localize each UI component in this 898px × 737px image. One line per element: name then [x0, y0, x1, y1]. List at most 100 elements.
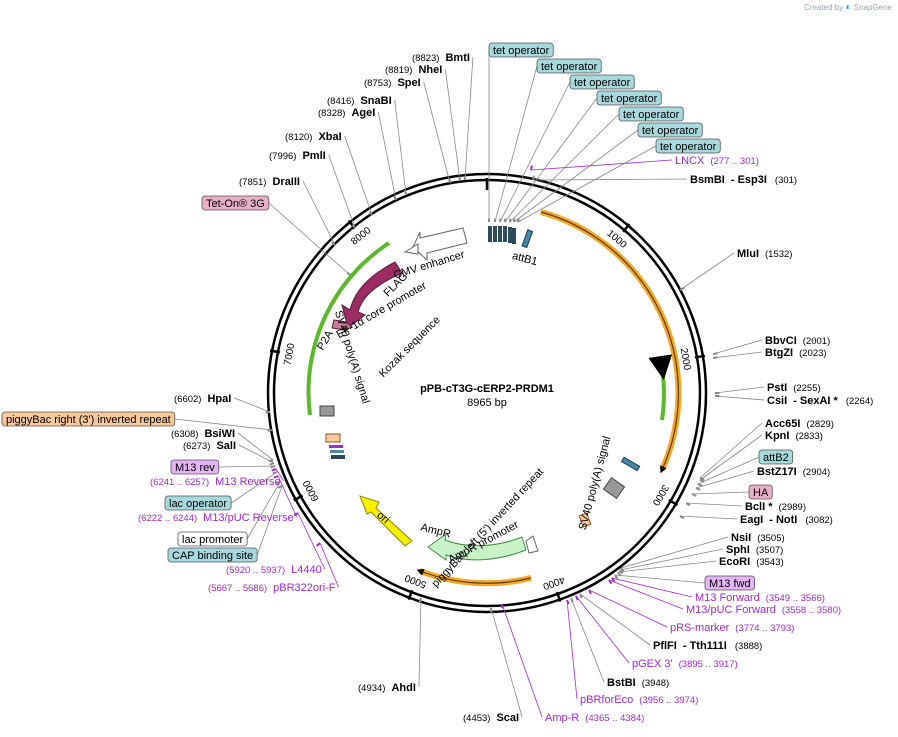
feature-box-m13fwd[interactable]	[704, 575, 755, 591]
tick-label: 4000	[541, 574, 566, 592]
site-marker	[712, 356, 718, 359]
label-name-agei[interactable]: AgeI	[351, 107, 375, 119]
label-suffix-pflfi[interactable]: - Tth111I	[683, 640, 727, 652]
label-pos-psti: (2255)	[793, 383, 820, 394]
label-name-m13puc[interactable]: M13/pUC Forward	[686, 604, 776, 616]
label-name-bbvci[interactable]: BbvCI	[765, 335, 797, 347]
label-name-pmli[interactable]: PmlI	[302, 150, 325, 162]
feature-box-tet7[interactable]	[655, 138, 721, 154]
label-pos-xbai: (8120)	[285, 132, 312, 143]
feature-box-cap[interactable]	[167, 547, 258, 563]
label-name-scai[interactable]: ScaI	[496, 712, 519, 724]
label-pos-m13reverse: (6241 .. 6257)	[150, 477, 209, 488]
label-name-eagi[interactable]: EagI	[740, 514, 763, 526]
feature-box-tet6[interactable]	[637, 122, 703, 138]
label-name-pbrforeco[interactable]: pBRforEco	[580, 694, 633, 706]
label-name-prs[interactable]: pRS-marker	[670, 622, 730, 634]
leader-line	[268, 202, 351, 276]
leader-line	[679, 252, 735, 291]
site-marker	[448, 178, 451, 184]
site-marker	[315, 542, 321, 547]
snapgene-brand: Created by ◐ SnapGene	[804, 2, 892, 13]
label-name-ahdi[interactable]: AhdI	[391, 682, 415, 694]
label-name-btgzi[interactable]: BtgZI	[765, 347, 793, 359]
p2a-feature	[331, 319, 353, 331]
leader-line	[566, 599, 578, 700]
label-name-lncx[interactable]: LNCX	[675, 155, 705, 167]
feature-label-amprf: AmpR	[419, 522, 452, 541]
label-pos-l4440: (5920 .. 5937)	[226, 565, 285, 576]
label-pos-btgzi: (2023)	[799, 348, 826, 359]
feature-box-ha[interactable]	[748, 484, 773, 500]
leader-line	[714, 386, 765, 394]
label-name-sphi[interactable]: SphI	[726, 544, 750, 556]
label-name-bcli[interactable]: BclI *	[745, 501, 773, 513]
feature-box-label-tet4: tet operator	[601, 93, 658, 105]
leader-line	[699, 422, 763, 479]
label-name-dralll[interactable]: DraIII	[272, 176, 300, 188]
feature-box-lacprom[interactable]	[177, 531, 248, 547]
label-name-bsmbi[interactable]: BsmBI	[690, 174, 725, 186]
feature-box-tet1[interactable]	[488, 42, 554, 58]
label-name-m13pucrev[interactable]: M13/pUC Reverse	[203, 512, 293, 524]
label-name-nsii[interactable]: NsiI	[731, 532, 751, 544]
sv40-right-feature	[602, 476, 626, 500]
leader-line	[328, 154, 356, 229]
label-name-snabi[interactable]: SnaBI	[360, 95, 391, 107]
feature-box-tet5[interactable]	[618, 106, 684, 122]
label-name-sali[interactable]: SalI	[216, 440, 236, 452]
label-suffix-eagi[interactable]: - NotI	[769, 514, 797, 526]
label-pos-ampr_p: (4365 .. 4384)	[585, 713, 644, 724]
label-name-hpai[interactable]: HpaI	[207, 393, 231, 405]
label-name-mlui[interactable]: MluI	[737, 248, 759, 260]
feature-box-tet2[interactable]	[536, 58, 602, 74]
tick-mark	[269, 349, 281, 354]
feature-box-tet3[interactable]	[569, 74, 635, 90]
label-name-acc65i[interactable]: Acc65I	[765, 418, 800, 430]
feature-box-teton[interactable]	[201, 195, 270, 211]
label-pos-spei: (8753)	[364, 78, 391, 89]
label-pos-bcli: (2989)	[779, 502, 806, 513]
leader-line	[501, 603, 543, 718]
label-name-ampr_p[interactable]: Amp-R	[545, 712, 579, 724]
plasmid-name: pPB-cT3G-cERP2-PRDM1	[420, 383, 554, 395]
green-arc-feature-right	[648, 354, 673, 421]
label-name-kpni[interactable]: KpnI	[765, 430, 789, 442]
sv40-left-feature	[319, 405, 335, 417]
label-name-pflfi[interactable]: PflFI	[653, 640, 677, 652]
label-name-nhei[interactable]: NheI	[418, 64, 442, 76]
label-pos-agei: (8328)	[318, 108, 345, 119]
label-name-m13forward[interactable]: M13 Forward	[695, 592, 760, 604]
feature-box-m13rev[interactable]	[170, 459, 220, 475]
leader-line	[297, 512, 326, 570]
site-marker	[269, 462, 275, 466]
label-name-pbr322[interactable]: pBR322ori-F	[273, 582, 336, 594]
feature-box-attb2[interactable]	[758, 449, 794, 465]
attb2-feature	[620, 456, 641, 472]
feature-box-lacop[interactable]	[164, 495, 232, 511]
leader-line	[275, 468, 284, 482]
label-name-m13reverse[interactable]: M13 Reverse	[215, 476, 280, 488]
label-name-xbai[interactable]: XbaI	[318, 131, 341, 143]
label-suffix-csii[interactable]: - SexAI *	[793, 395, 838, 407]
label-name-ecori[interactable]: EcoRI	[719, 556, 750, 568]
feature-box-pbright[interactable]	[1, 411, 176, 427]
leader-line	[712, 351, 763, 359]
tick-mark	[622, 223, 631, 233]
site-marker	[685, 502, 691, 507]
label-name-bswi[interactable]: BsiWI	[204, 428, 235, 440]
label-name-l4440[interactable]: L4440	[291, 564, 322, 576]
feature-box-label-cap: CAP binding site	[172, 550, 253, 562]
leader-line	[532, 178, 688, 181]
label-name-psti[interactable]: PstI	[767, 382, 787, 394]
label-name-spei[interactable]: SpeI	[397, 77, 420, 89]
label-name-bstz17i[interactable]: BstZ17I	[757, 466, 797, 478]
label-name-pgex[interactable]: pGEX 3'	[632, 658, 673, 670]
label-name-bmti[interactable]: BmtI	[445, 52, 469, 64]
site-marker	[270, 465, 276, 469]
label-name-bstbi[interactable]: BstBI	[607, 677, 636, 689]
label-suffix-bsmbi[interactable]: - Esp3I	[731, 174, 767, 186]
label-name-csii[interactable]: CsiI	[767, 395, 787, 407]
leader-line	[423, 81, 451, 184]
feature-box-tet4[interactable]	[596, 90, 662, 106]
